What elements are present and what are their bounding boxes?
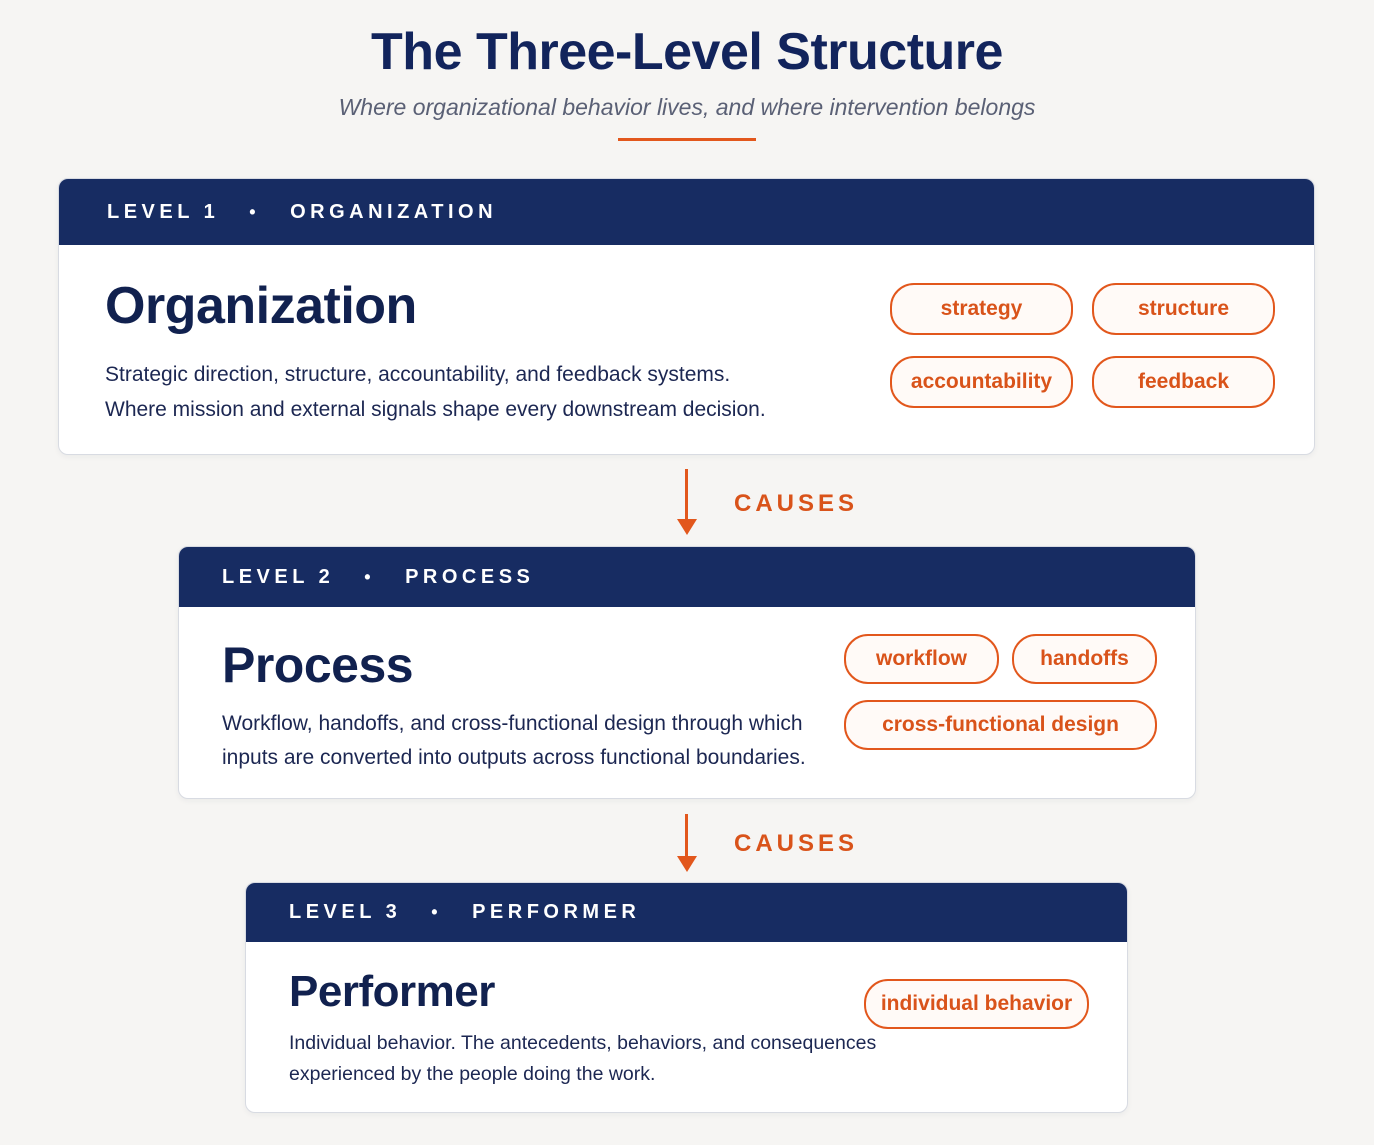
page-subtitle: Where organizational behavior lives, and…: [338, 94, 1036, 120]
level-band: LEVEL 1 • ORGANIZATION: [59, 179, 1314, 245]
arrow-down-icon: [677, 856, 697, 872]
level-name: Organization: [105, 277, 417, 335]
level-card-organization: LEVEL 1 • ORGANIZATION Organization Stra…: [58, 178, 1315, 455]
level-number: LEVEL 3: [289, 901, 402, 923]
tag-accountability: accountability: [890, 356, 1073, 408]
tag-feedback: feedback: [1092, 356, 1275, 408]
description-line: Individual behavior. The antecedents, be…: [289, 1032, 877, 1054]
tag-handoffs: handoffs: [1012, 634, 1157, 684]
description-line: inputs are converted into outputs across…: [222, 746, 806, 769]
band-separator-dot: •: [364, 566, 376, 587]
level-description: Workflow, handoffs, and cross-functional…: [222, 707, 806, 775]
causes-label: CAUSES: [734, 490, 859, 517]
causes-arrow-icon: [677, 814, 697, 872]
tag-strategy: strategy: [890, 283, 1073, 335]
level-card-body: Process Workflow, handoffs, and cross-fu…: [179, 607, 1195, 798]
tag-structure: structure: [1092, 283, 1275, 335]
level-band-name: PERFORMER: [472, 901, 641, 923]
level-card-performer: LEVEL 3 • PERFORMER Performer Individual…: [245, 882, 1128, 1113]
causes-label: CAUSES: [734, 830, 859, 857]
level-card-body: Performer Individual behavior. The antec…: [246, 942, 1127, 1112]
level-card-process: LEVEL 2 • PROCESS Process Workflow, hand…: [178, 546, 1196, 799]
band-separator-dot: •: [249, 201, 261, 222]
level-name: Process: [222, 637, 414, 693]
diagram-header: The Three-Level Structure Where organiza…: [0, 22, 1374, 122]
level-band: LEVEL 3 • PERFORMER: [246, 883, 1127, 942]
description-line: Strategic direction, structure, accounta…: [105, 363, 731, 386]
description-line: experienced by the people doing the work…: [289, 1063, 656, 1085]
arrow-down-icon: [677, 519, 697, 535]
level-band-name: ORGANIZATION: [290, 200, 498, 223]
tag-workflow: workflow: [844, 634, 999, 684]
level-number: LEVEL 1: [107, 200, 220, 223]
level-band-name: PROCESS: [405, 565, 535, 588]
page-title: The Three-Level Structure: [371, 23, 1003, 81]
level-band: LEVEL 2 • PROCESS: [179, 547, 1195, 607]
level-name: Performer: [289, 967, 495, 1016]
level-number: LEVEL 2: [222, 565, 335, 588]
tag-cross-functional-design: cross-functional design: [844, 700, 1157, 750]
title-accent-rule: [618, 138, 756, 141]
tag-individual-behavior: individual behavior: [864, 979, 1089, 1029]
description-line: Workflow, handoffs, and cross-functional…: [222, 712, 803, 735]
band-separator-dot: •: [431, 902, 443, 922]
level-description: Individual behavior. The antecedents, be…: [289, 1028, 876, 1090]
causes-arrow-icon: [677, 469, 697, 535]
level-card-body: Organization Strategic direction, struct…: [59, 245, 1314, 454]
description-line: Where mission and external signals shape…: [105, 398, 766, 421]
level-description: Strategic direction, structure, accounta…: [105, 357, 766, 427]
